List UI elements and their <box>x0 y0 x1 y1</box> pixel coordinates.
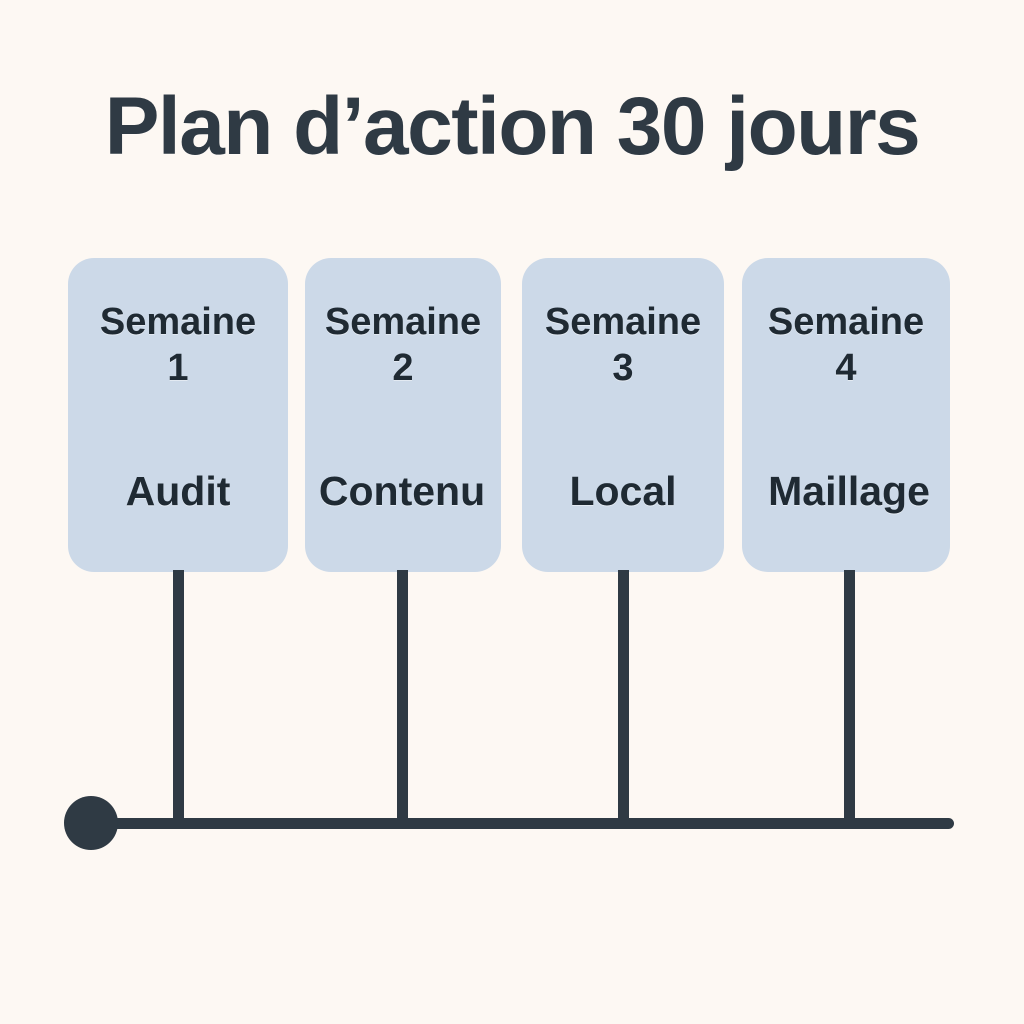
timeline-stem-week-2 <box>397 570 408 824</box>
timeline-card-week-3[interactable]: Semaine 3 <box>522 258 724 572</box>
timeline-card-week-4[interactable]: Semaine 4 <box>742 258 950 572</box>
timeline-card-week-2[interactable]: Semaine 2 <box>305 258 501 572</box>
timeline-label-week-4: Maillage <box>768 468 930 514</box>
card-week-word: Semaine <box>99 301 257 343</box>
card-week-number: 2 <box>392 346 414 389</box>
card-week-number: 4 <box>835 346 857 389</box>
timeline-baseline <box>88 818 954 829</box>
card-week-number: 3 <box>612 346 634 389</box>
timeline-label-week-2: Contenu <box>318 468 486 514</box>
card-week-word: Semaine <box>544 301 702 343</box>
timeline-card-week-1[interactable]: Semaine 1 <box>68 258 288 572</box>
card-week-heading: Semaine 3 <box>545 300 701 391</box>
timeline-stem-week-3 <box>618 570 629 824</box>
card-week-heading: Semaine 4 <box>768 300 924 391</box>
timeline-label-week-3: Local <box>569 468 677 514</box>
timeline-origin-dot-icon <box>64 796 118 850</box>
timeline-label-week-1: Audit <box>125 468 231 514</box>
timeline-stem-week-1 <box>173 570 184 824</box>
timeline-stem-week-4 <box>844 570 855 824</box>
card-week-heading: Semaine 1 <box>100 300 256 391</box>
page-title: Plan d’action 30 jours <box>104 81 921 172</box>
card-week-heading: Semaine 2 <box>325 300 481 391</box>
card-week-number: 1 <box>167 346 189 389</box>
card-week-word: Semaine <box>324 301 482 343</box>
card-week-word: Semaine <box>767 301 925 343</box>
